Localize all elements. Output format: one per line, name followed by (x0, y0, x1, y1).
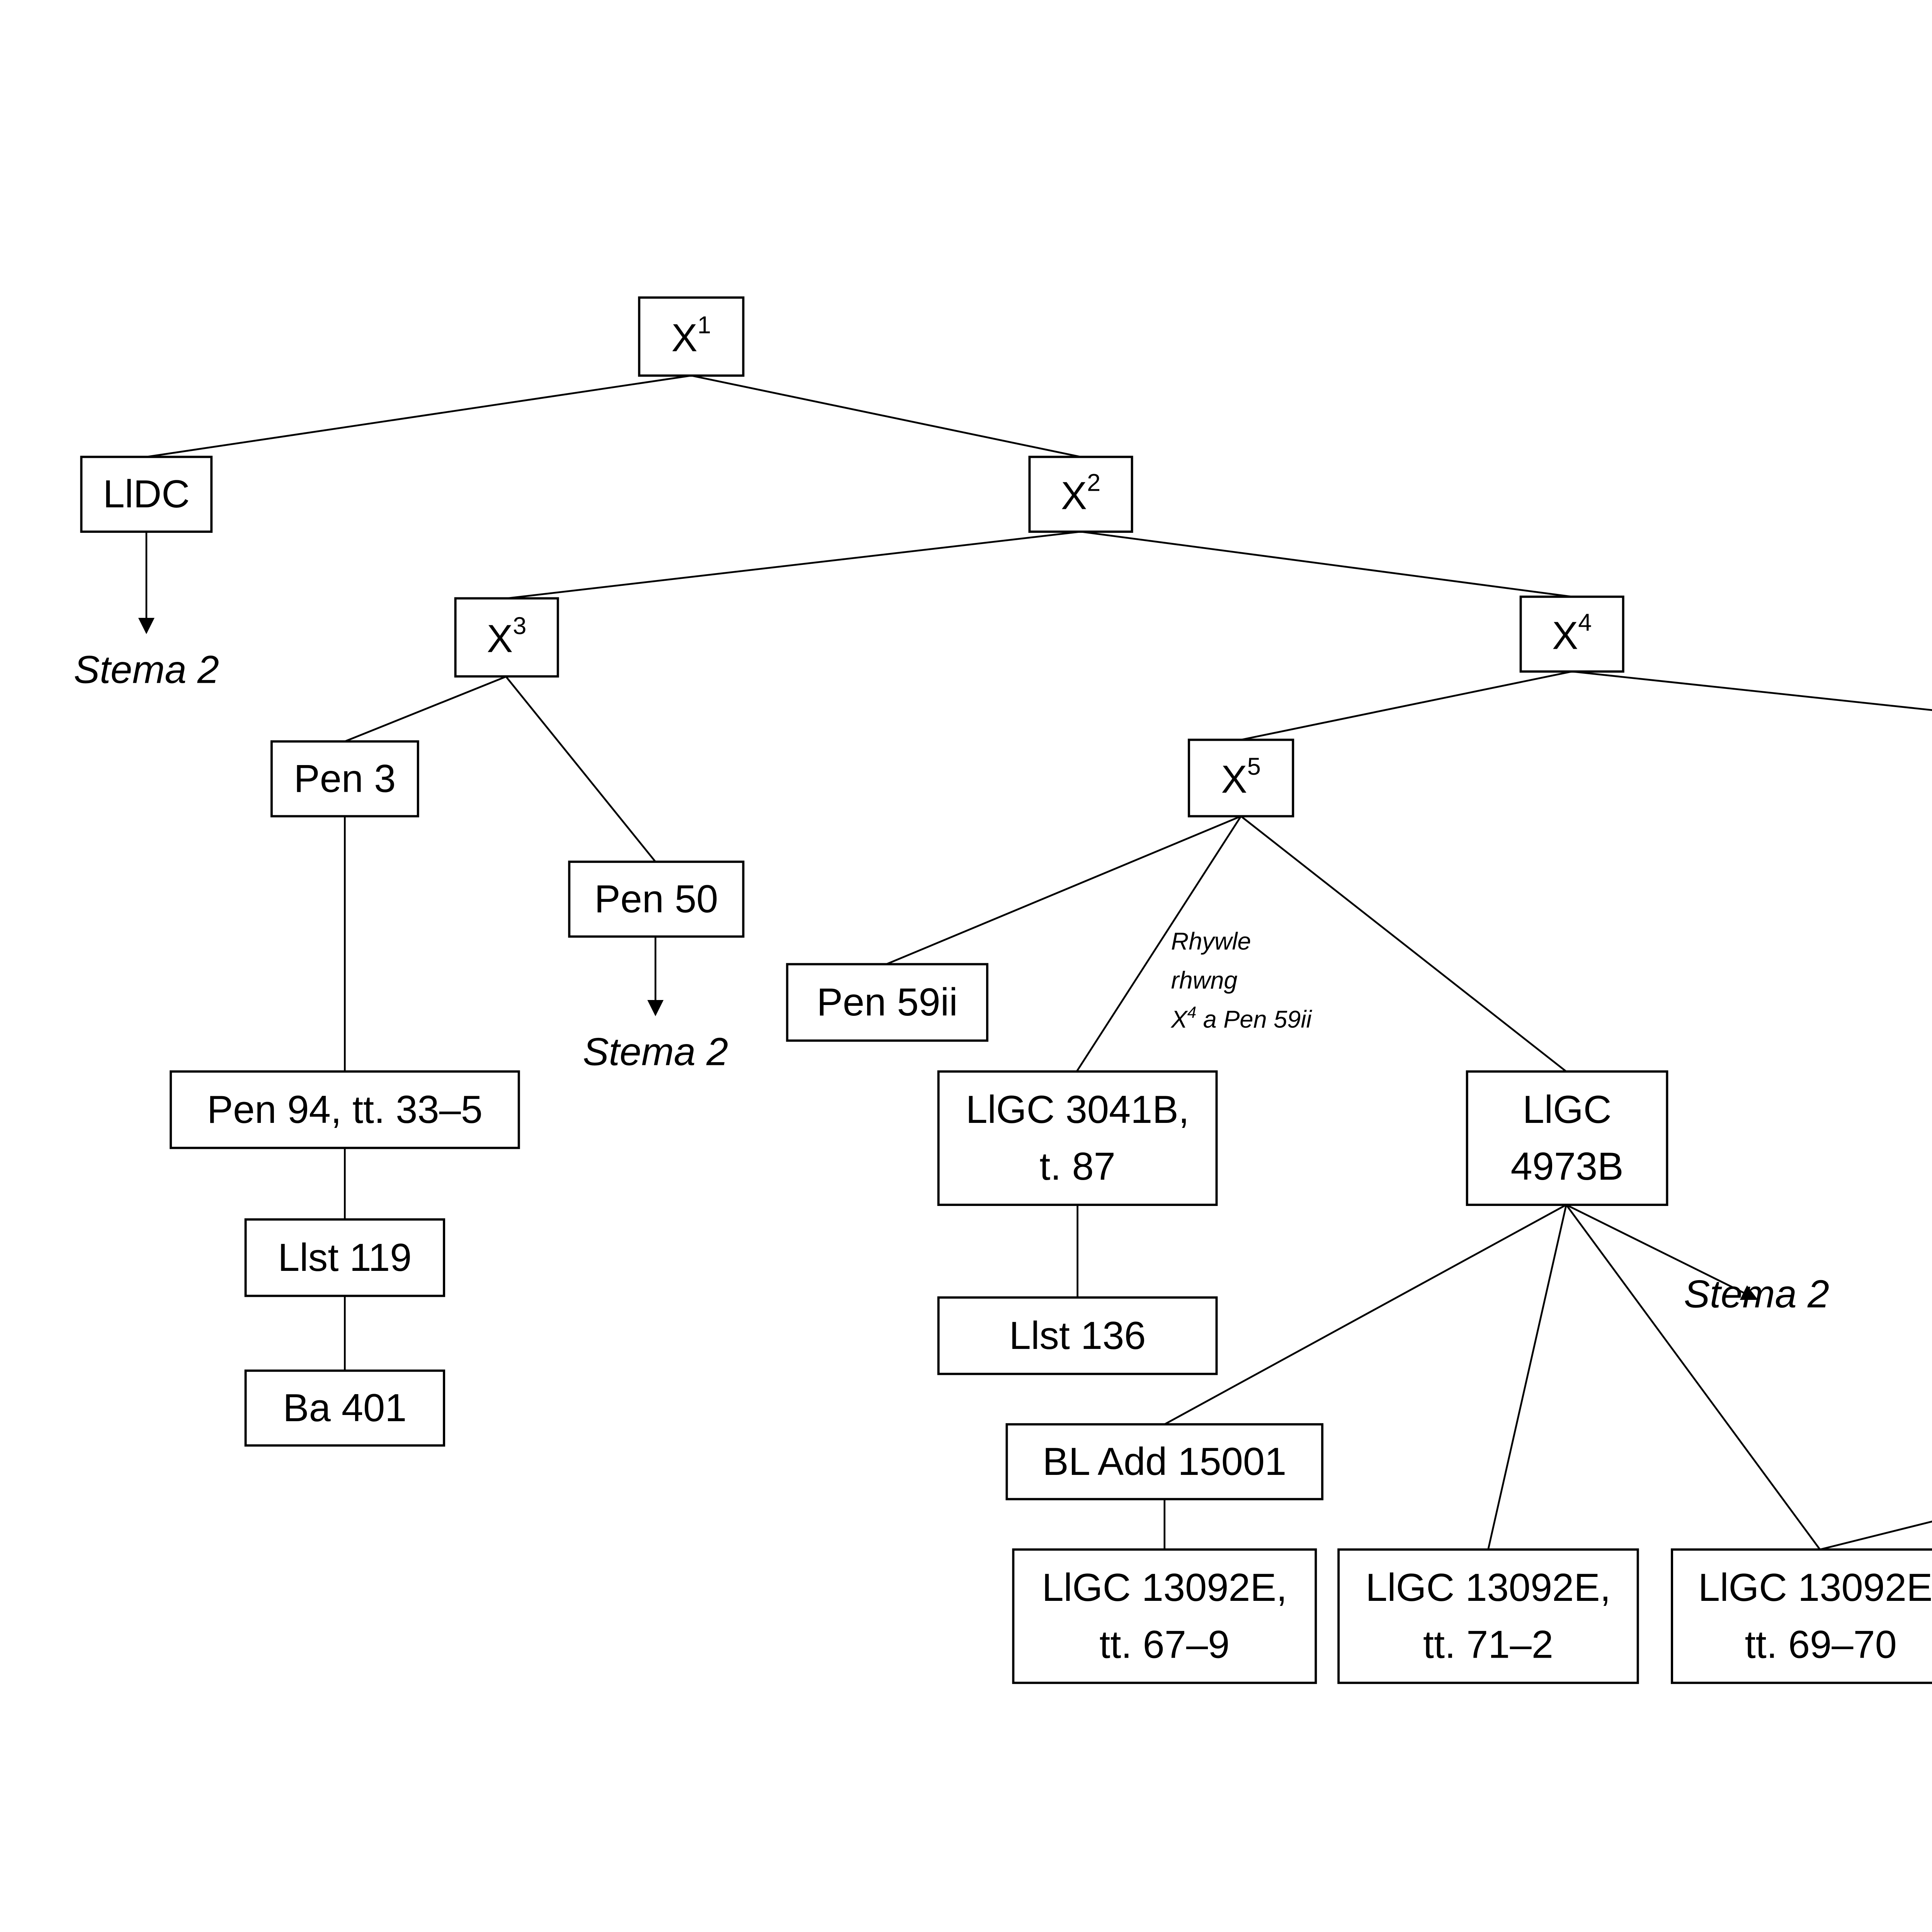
node-box (244, 1218, 446, 1297)
node-llgc13092e_69[interactable]: LlGC 13092E, tt. 69–70 (1671, 1548, 1932, 1684)
node-box (638, 296, 745, 377)
edge-x2-to-x3 (506, 531, 1081, 599)
node-llgc3041b[interactable]: LlGC 3041B, t. 87 (937, 1070, 1218, 1206)
node-ba401[interactable]: Ba 401 (244, 1369, 446, 1447)
node-box (1671, 1548, 1932, 1684)
annotation-line-3-suffix: a Pen 59ii (1196, 1006, 1312, 1033)
node-box (1337, 1548, 1639, 1684)
edge-x4-to-x6 (1571, 670, 1932, 711)
node-label-line: LlGC 13092E, (1042, 1566, 1287, 1609)
edge-x5-to-llgc4973b (1240, 815, 1567, 1072)
edges-layer (146, 374, 1932, 1551)
node-pen94[interactable]: Pen 94, tt. 33–5 (170, 1070, 520, 1149)
node-label-line: Ba 401 (283, 1386, 406, 1430)
node-label-line: LlDC (103, 473, 190, 516)
annotation-line-3-x: X (1170, 1006, 1189, 1033)
stema-2-label[interactable]: Stema 2 (1684, 1273, 1829, 1316)
node-label-line: Pen 59ii (817, 981, 958, 1024)
node-label-line: LlGC 3041B, (966, 1088, 1189, 1131)
node-label-line: tt. 69–70 (1745, 1623, 1897, 1666)
edge-x1-to-lldc (146, 374, 692, 458)
node-llgc13092e_71[interactable]: LlGC 13092E, tt. 71–2 (1337, 1548, 1639, 1684)
node-box (568, 861, 745, 938)
annotation-line-2: rhwng (1171, 967, 1238, 994)
node-pen59ii[interactable]: Pen 59ii (786, 963, 988, 1042)
node-box (1028, 456, 1133, 533)
edge-x2-to-x4 (1080, 531, 1572, 598)
node-x4[interactable]: X4 (1519, 595, 1624, 673)
node-x5[interactable]: X5 (1187, 738, 1294, 818)
stema-2-label[interactable]: Stema 2 (583, 1031, 728, 1074)
node-label: X3 (487, 612, 526, 661)
node-box (244, 1369, 446, 1447)
node-label: X2 (1061, 469, 1100, 518)
node-bladd15001[interactable]: BL Add 15001 (1005, 1423, 1324, 1500)
node-label-line: tt. 71–2 (1423, 1623, 1553, 1666)
node-label-line: LlGC 13092E, (1366, 1566, 1611, 1609)
node-llst136[interactable]: Llst 136 (937, 1296, 1218, 1375)
node-x3[interactable]: X3 (454, 597, 559, 678)
stema-2-label[interactable]: Stema 2 (74, 648, 219, 692)
node-label-line: Llst 119 (278, 1236, 412, 1279)
node-pen3[interactable]: Pen 3 (270, 740, 419, 818)
edge-x4-to-x5 (1241, 670, 1572, 741)
node-llst119[interactable]: Llst 119 (244, 1218, 446, 1297)
node-label: X1 (672, 312, 711, 360)
node-box (454, 597, 559, 678)
node-label: X4 (1552, 609, 1592, 658)
node-label-line: 4973B (1510, 1145, 1623, 1188)
edge-x5-to-llgc3041b (1076, 816, 1242, 1072)
edge-llgc4973b-to-bladd15001 (1164, 1204, 1567, 1425)
edge-x3-to-pen50 (505, 676, 656, 862)
node-label-line: tt. 67–9 (1099, 1623, 1230, 1666)
node-box (1187, 738, 1294, 818)
edge-llgc4973b-to-llgc13092e_69 (1565, 1204, 1821, 1550)
node-label-line: LlGC (1522, 1088, 1611, 1131)
edge-llgc4973b-to-llgc13092e_71 (1487, 1204, 1567, 1550)
node-label-line: Pen 50 (594, 878, 718, 921)
node-box (270, 740, 419, 818)
node-box (1005, 1423, 1324, 1500)
node-pen50[interactable]: Pen 50 (568, 861, 745, 938)
node-box (786, 963, 988, 1042)
node-label-line: Llst 136 (1009, 1314, 1146, 1357)
node-box (937, 1070, 1218, 1206)
annotations-layer: Rhywle rhwng X4 a Pen 59ii ? (1170, 928, 1313, 1033)
node-label: X5 (1221, 753, 1260, 801)
node-llgc13092e_67[interactable]: LlGC 13092E, tt. 67–9 (1012, 1548, 1317, 1684)
node-label-line: LlGC 13092E, (1698, 1566, 1932, 1609)
annotation-line-3-sup: 4 (1187, 1003, 1196, 1021)
node-box (170, 1070, 520, 1149)
node-label-line: Pen 3 (294, 757, 396, 801)
node-box (1012, 1548, 1317, 1684)
node-box (937, 1296, 1218, 1375)
node-x2[interactable]: X2 (1028, 456, 1133, 533)
edge-x3-to-pen3 (344, 675, 507, 742)
node-x1[interactable]: X1 (638, 296, 745, 377)
arrow-llgc4973b-to-stema-2 (1566, 1204, 1758, 1300)
edge-x1-to-x2 (691, 374, 1081, 458)
node-llgc4973b[interactable]: LlGC 4973B (1466, 1070, 1668, 1206)
node-box (1519, 595, 1624, 673)
node-box (1466, 1070, 1668, 1206)
annotation-line-1: Rhywle (1171, 928, 1251, 955)
node-lldc[interactable]: LlDC (80, 456, 213, 533)
edge-lhuyd-to-llgc13092e_69 (1820, 1520, 1932, 1551)
node-label-line: BL Add 15001 (1043, 1440, 1286, 1483)
node-label-line: t. 87 (1039, 1145, 1116, 1188)
node-box (80, 456, 213, 533)
node-label-line: Pen 94, tt. 33–5 (207, 1088, 483, 1131)
annotation-between-x4-pen59ii: Rhywle rhwng X4 a Pen 59ii (1170, 928, 1313, 1033)
edge-x5-to-pen59ii (886, 815, 1242, 965)
